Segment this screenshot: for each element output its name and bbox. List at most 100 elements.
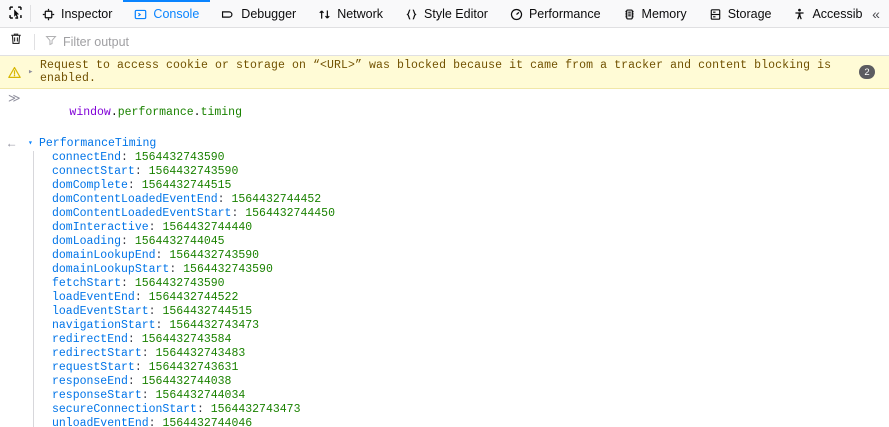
object-property-row[interactable]: loadEventEnd: 1564432744522 [34,291,881,305]
clear-console-button[interactable] [2,29,30,55]
tab-accessibility[interactable]: Accessibility [782,0,863,27]
toolbox-overflow-button[interactable]: « [872,5,880,22]
property-separator: : [141,389,156,402]
token-dot-2: . [193,106,201,119]
tab-inspector[interactable]: Inspector [31,0,123,27]
tab-memory[interactable]: Memory [612,0,698,27]
object-property-row[interactable]: loadEventStart: 1564432744515 [34,305,881,319]
property-value: 1564432743473 [210,403,301,416]
object-property-row[interactable]: unloadEventEnd: 1564432744046 [34,417,881,427]
property-key: redirectEnd [52,333,128,346]
property-key: domainLookupStart [52,263,170,276]
result-arrow-icon: ← [8,137,16,151]
property-value: 1564432743483 [155,347,246,360]
object-property-row[interactable]: domContentLoadedEventEnd: 1564432744452 [34,193,881,207]
warning-message-text: Request to access cookie or storage on “… [40,59,832,85]
tab-storage[interactable]: Storage [698,0,783,27]
object-property-row[interactable]: domainLookupStart: 1564432743590 [34,263,881,277]
property-key: unloadEventEnd [52,417,149,427]
property-separator: : [148,417,163,427]
warning-triangle-icon [8,66,21,79]
tab-debugger[interactable]: Debugger [210,0,307,27]
object-node-header[interactable]: ▾ PerformanceTiming [28,137,881,151]
filter-icon [45,33,57,51]
object-property-row[interactable]: fetchStart: 1564432743590 [34,277,881,291]
accessibility-icon [793,8,806,21]
property-separator: : [169,263,184,276]
property-key: loadEventStart [52,305,149,318]
performance-icon [510,8,523,21]
filter-output-wrapper[interactable] [39,31,889,53]
element-picker-button[interactable] [0,0,30,27]
property-separator: : [231,207,246,220]
property-separator: : [127,375,142,388]
object-property-row[interactable]: navigationStart: 1564432743473 [34,319,881,333]
property-key: domContentLoadedEventEnd [52,193,218,206]
tab-console[interactable]: Console [123,0,211,27]
property-value: 1564432744038 [141,375,232,388]
object-expand-twisty[interactable]: ▾ [28,139,33,148]
console-output: ▸ Request to access cookie or storage on… [0,56,889,427]
object-property-row[interactable]: domLoading: 1564432744045 [34,235,881,249]
property-key: domLoading [52,235,122,248]
object-property-row[interactable]: domainLookupEnd: 1564432743590 [34,249,881,263]
tab-inspector-label: Inspector [61,7,113,22]
object-property-row[interactable]: responseStart: 1564432744034 [34,389,881,403]
property-separator: : [141,347,156,360]
object-property-row[interactable]: requestStart: 1564432743631 [34,361,881,375]
property-separator: : [196,403,211,416]
tab-debugger-label: Debugger [241,7,297,22]
property-key: responseStart [52,389,142,402]
input-prompt-icon: ≫ [8,92,21,106]
object-property-row[interactable]: domComplete: 1564432744515 [34,179,881,193]
object-property-row[interactable]: domContentLoadedEventStart: 156443274445… [34,207,881,221]
object-property-row[interactable]: domInteractive: 1564432744440 [34,221,881,235]
property-value: 1564432743590 [148,165,239,178]
console-input-expression[interactable]: window.performance.timing [28,92,242,134]
property-separator: : [148,221,163,234]
property-value: 1564432743473 [169,319,260,332]
property-value: 1564432744440 [162,221,253,234]
tab-style-editor[interactable]: Style Editor [394,0,499,27]
tab-accessibility-label: Accessibility [812,7,863,22]
object-property-row[interactable]: redirectEnd: 1564432743584 [34,333,881,347]
tab-storage-label: Storage [727,7,772,22]
tab-console-label: Console [153,7,200,22]
property-separator: : [217,193,232,206]
debugger-icon [221,8,235,21]
property-value: 1564432743631 [148,361,239,374]
filter-input[interactable] [63,34,889,49]
property-key: domContentLoadedEventStart [52,207,232,220]
property-key: fetchStart [52,277,122,290]
property-key: navigationStart [52,319,156,332]
property-value: 1564432744522 [148,291,239,304]
devtools-toolbox-tabbar: Inspector Console Debugger [0,0,889,28]
storage-icon [709,8,722,21]
property-value: 1564432743590 [169,249,260,262]
console-message-warning[interactable]: ▸ Request to access cookie or storage on… [0,56,889,89]
property-separator: : [155,249,170,262]
console-message-result: ← ▾ PerformanceTiming connectEnd: 156443… [0,136,889,427]
property-separator: : [127,333,142,346]
tab-performance[interactable]: Performance [499,0,612,27]
object-property-row[interactable]: connectStart: 1564432743590 [34,165,881,179]
object-property-row[interactable]: responseEnd: 1564432744038 [34,375,881,389]
property-value: 1564432744034 [155,389,246,402]
property-key: domainLookupEnd [52,249,156,262]
property-value: 1564432744515 [141,179,232,192]
object-property-row[interactable]: secureConnectionStart: 1564432743473 [34,403,881,417]
property-separator: : [155,319,170,332]
property-key: requestStart [52,361,135,374]
token-window: window [69,106,111,119]
warning-expand-twisty[interactable]: ▸ [28,66,34,77]
object-type-name: PerformanceTiming [39,137,157,150]
object-property-row[interactable]: redirectStart: 1564432743483 [34,347,881,361]
object-property-row[interactable]: connectEnd: 1564432743590 [34,151,881,165]
trash-icon [9,32,23,51]
property-separator: : [121,277,135,290]
property-value: 1564432743590 [134,277,225,290]
tab-network[interactable]: Network [307,0,394,27]
property-value: 1564432743590 [134,151,225,164]
property-key: secureConnectionStart [52,403,197,416]
property-key: domInteractive [52,221,149,234]
